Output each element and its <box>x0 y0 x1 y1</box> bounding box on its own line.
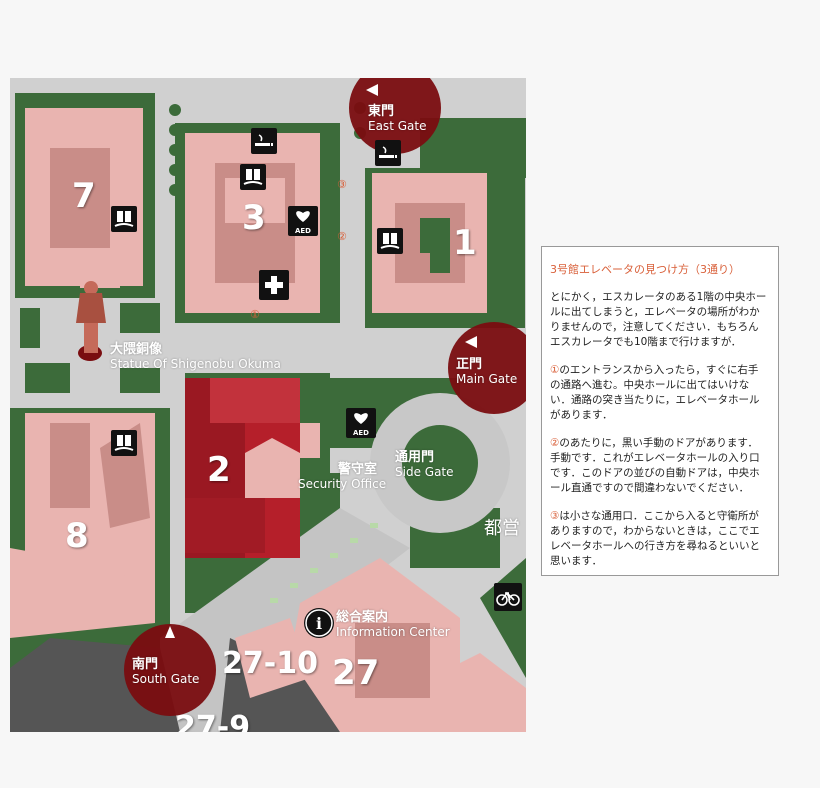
east-gate-arrow <box>366 84 378 96</box>
building-27-10-label: 27-10 <box>222 646 318 681</box>
statue-en: Statue Of Shigenobu Okuma <box>110 357 281 371</box>
security-office-label[interactable]: 警守室 Security Office <box>298 458 386 491</box>
entrance-marker-2[interactable]: ② <box>337 230 347 243</box>
building-8-label: 8 <box>65 516 89 556</box>
toei-jp: 都営 <box>484 518 520 539</box>
security-office-en: Security Office <box>298 477 387 491</box>
panel-item-1-text: のエントランスから入ったら，すぐに右手の通路へ進む。中央ホールに出てはいけない．… <box>550 364 760 421</box>
entrance-marker-3[interactable]: ③ <box>337 178 347 191</box>
main-gate-arrow <box>465 336 477 348</box>
bicycle-icon[interactable] <box>494 583 522 611</box>
south-gate-jp: 南門 <box>132 657 159 672</box>
statue-jp: 大隈銅像 <box>110 342 163 357</box>
buildings <box>10 108 526 732</box>
library-icon[interactable] <box>111 206 137 232</box>
statue-label[interactable]: 大隈銅像 Statue Of Shigenobu Okuma <box>110 338 281 371</box>
south-gate-arrow <box>165 626 175 638</box>
main-gate-en: Main Gate <box>456 372 518 386</box>
south-gate-circle <box>124 624 216 716</box>
library-icon[interactable] <box>111 430 137 456</box>
aed-icon[interactable]: AED <box>288 206 318 236</box>
panel-item-3-text: は小さな通用口．ここから入ると守衛所がありますので，わからないときは，ここでエレ… <box>550 510 760 567</box>
toei-label[interactable]: 都営 <box>484 514 520 540</box>
side-gate-en: Side Gate <box>395 465 454 479</box>
building-7-label: 7 <box>72 176 96 216</box>
building-27-label: 27 <box>332 653 380 693</box>
first-aid-icon[interactable] <box>259 270 289 300</box>
statue-shape <box>76 281 106 361</box>
smoking-icon[interactable] <box>375 140 401 166</box>
info-center-label[interactable]: 総合案内 Information Center <box>336 606 450 639</box>
info-center-jp: 総合案内 <box>336 610 389 625</box>
building-2-label: 2 <box>207 450 231 490</box>
elevator-guide-panel: 3号館エレベータの見つけ方（3通り） とにかく，エスカレータのある1階の中央ホー… <box>541 246 779 576</box>
building-1-label: 1 <box>453 223 477 263</box>
aed-text: AED <box>295 227 311 235</box>
panel-item-2: ②のあたりに，黒い手動のドアがあります．手動です．これがエレベータホールの入り口… <box>550 436 768 496</box>
east-gate-label[interactable]: 東門 East Gate <box>368 100 426 133</box>
aed-icon[interactable]: AED <box>346 408 376 438</box>
panel-item-2-marker: ② <box>550 437 560 449</box>
entrance-marker-1[interactable]: ① <box>250 308 260 321</box>
panel-item-3: ③は小さな通用口．ここから入ると守衛所がありますので，わからないときは，ここでエ… <box>550 509 768 569</box>
main-gate-jp: 正門 <box>456 357 483 372</box>
panel-title: 3号館エレベータの見つけ方（3通り） <box>550 263 740 276</box>
smoking-icon[interactable] <box>251 128 277 154</box>
main-gate-circle <box>448 322 526 414</box>
panel-item-1: ①のエントランスから入ったら，すぐに右手の通路へ進む。中央ホールに出てはいけない… <box>550 363 768 423</box>
panel-intro: とにかく，エスカレータのある1階の中央ホールに出てしまうと，エレベータの場所がわ… <box>550 291 767 348</box>
campus-map: 7 3 1 2 8 27 27-10 27-9 東門 East Gate 正門 … <box>10 78 526 732</box>
east-gate-jp: 東門 <box>368 104 395 119</box>
building-3-label: 3 <box>242 198 266 238</box>
main-gate-label[interactable]: 正門 Main Gate <box>456 353 517 386</box>
south-gate-label[interactable]: 南門 South Gate <box>132 653 199 686</box>
info-center-en: Information Center <box>336 625 450 639</box>
panel-item-2-text: のあたりに，黒い手動のドアがあります．手動です．これがエレベータホールの入り口で… <box>550 437 760 494</box>
library-icon[interactable] <box>240 164 266 190</box>
dashed-path <box>270 523 378 603</box>
side-gate-label[interactable]: 通用門 Side Gate <box>395 446 454 479</box>
building-27-partial-label: 27-9 <box>175 710 251 732</box>
security-office-jp: 警守室 <box>338 462 378 477</box>
panel-item-3-marker: ③ <box>550 510 560 522</box>
east-gate-circle <box>349 78 441 154</box>
panel-item-1-marker: ① <box>550 364 560 376</box>
library-icon[interactable] <box>377 228 403 254</box>
aed-text: AED <box>353 429 369 437</box>
south-gate-en: South Gate <box>132 672 200 686</box>
info-icon[interactable]: i <box>304 608 334 638</box>
map-graphics <box>10 78 526 732</box>
info-glyph: i <box>316 614 322 633</box>
east-gate-en: East Gate <box>368 119 427 133</box>
side-gate-jp: 通用門 <box>395 450 435 465</box>
